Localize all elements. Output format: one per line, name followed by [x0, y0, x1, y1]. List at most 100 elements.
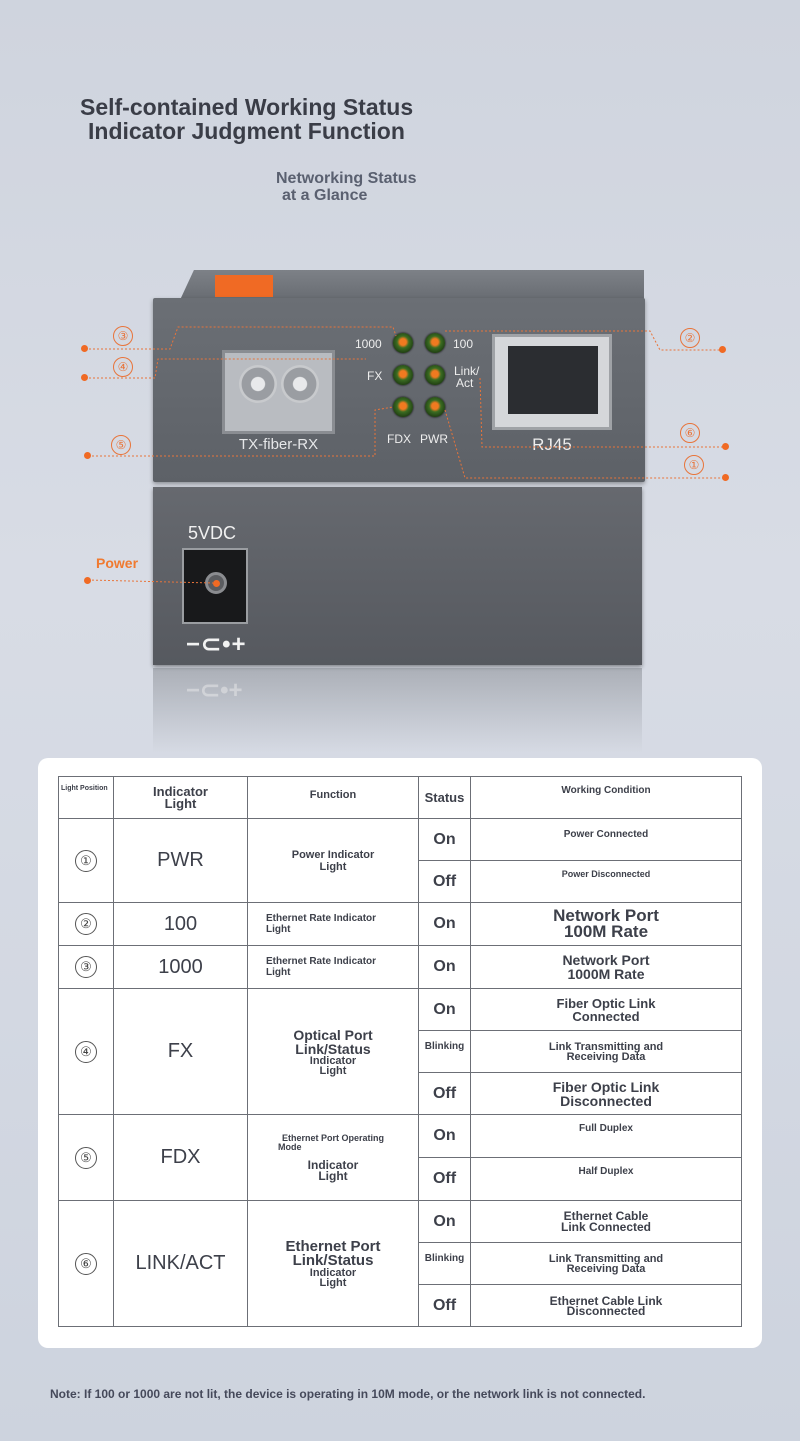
callout-dot [722, 443, 729, 450]
row-status: Off [418, 1284, 471, 1327]
row-status: Off [418, 860, 471, 903]
function-line: Light [266, 967, 291, 978]
brand-logo [215, 275, 273, 297]
led-1000-icon [393, 333, 413, 353]
function-line: Indicator [309, 1266, 357, 1279]
row-status: On [418, 1200, 471, 1243]
function-line: Light [319, 1276, 347, 1289]
led-label-link-act-1: Link/ [454, 364, 480, 378]
callout-dot [722, 474, 729, 481]
rj45-label: RJ45 [532, 435, 572, 454]
power-spec-label: 5VDC [188, 523, 237, 543]
function-line: Link/Status [292, 1251, 374, 1269]
function-line: Power Indicator [291, 848, 375, 861]
position-badge: ② [75, 913, 97, 935]
condition-line: Network Port [553, 906, 659, 925]
row-light: FDX [113, 1114, 248, 1201]
condition-line: Receiving Data [566, 1262, 646, 1275]
row-condition: Half Duplex [470, 1157, 742, 1201]
row-light: 100 [113, 902, 248, 946]
row-status: On [418, 902, 471, 946]
callout-lines [85, 326, 726, 584]
callout-3: ③ [113, 326, 133, 346]
callout-2: ② [680, 328, 700, 348]
condition-line: Receiving Data [566, 1050, 646, 1063]
row-position: ① [58, 818, 114, 903]
position-badge: ⑥ [75, 1252, 97, 1275]
led-label-1000: 1000 [355, 337, 382, 351]
title-line-2: Indicator Judgment Function [88, 118, 405, 144]
rx-port-icon [281, 365, 319, 403]
row-status: Blinking [418, 1242, 471, 1285]
row-status: On [418, 818, 471, 861]
led-label-fx: FX [367, 369, 383, 383]
row-light: LINK/ACT [113, 1200, 248, 1327]
condition-line: Fiber Optic Link [552, 1078, 660, 1095]
callout-5: ⑤ [111, 435, 131, 455]
function-line: Optical Port [293, 1026, 373, 1043]
row-condition: Full Duplex [470, 1114, 742, 1158]
condition-line: Connected [572, 1008, 640, 1024]
led-label-100: 100 [453, 337, 474, 351]
function-line: Light [318, 1168, 348, 1183]
condition-line: 100M Rate [563, 922, 649, 941]
row-status: Off [418, 1072, 471, 1115]
title-line-1: Self-contained Working Status [80, 94, 414, 120]
table-row: Off Power Disconnected [59, 860, 742, 903]
condition-line: Ethernet Cable [563, 1208, 649, 1223]
row-condition: Power Connected [470, 818, 742, 861]
callout-dot [81, 345, 88, 352]
function-line: Ethernet Port Operating [281, 1132, 384, 1143]
position-badge: ① [75, 849, 97, 872]
position-badge: ⑤ [75, 1146, 97, 1169]
footnote: Note: If 100 or 1000 are not lit, the de… [50, 1387, 646, 1401]
led-label-link-act-2: Act [456, 376, 474, 390]
page-subtitle: Networking Status at a Glance [276, 170, 416, 204]
row-position: ⑤ [58, 1114, 114, 1201]
subtitle-line-2: at a Glance [282, 187, 368, 204]
header-position: Light Position [58, 776, 114, 819]
dc-pin-icon [213, 580, 220, 587]
function-line: Mode [278, 1141, 302, 1152]
function-line: Light [266, 924, 291, 935]
function-line: Ethernet Rate Indicator [266, 956, 377, 967]
header-status: Status [418, 776, 471, 819]
header-function: Function [247, 776, 419, 819]
header-condition: Working Condition [470, 776, 742, 819]
subtitle-line-1: Networking Status [276, 170, 417, 187]
condition-line: Link Transmitting and [548, 1252, 664, 1265]
device-reflection [153, 668, 642, 753]
led-pwr-icon [425, 397, 445, 417]
function-line: Ethernet Rate Indicator [266, 913, 377, 924]
row-position: ⑥ [58, 1200, 114, 1327]
row-status: Off [418, 1157, 471, 1201]
condition-line: 1000M Rate [567, 966, 645, 982]
row-status: Blinking [418, 1030, 471, 1073]
row-position: ② [58, 902, 114, 946]
condition-line: Ethernet Cable Link [549, 1293, 663, 1308]
led-100-icon [425, 333, 445, 353]
position-badge: ③ [75, 956, 97, 978]
